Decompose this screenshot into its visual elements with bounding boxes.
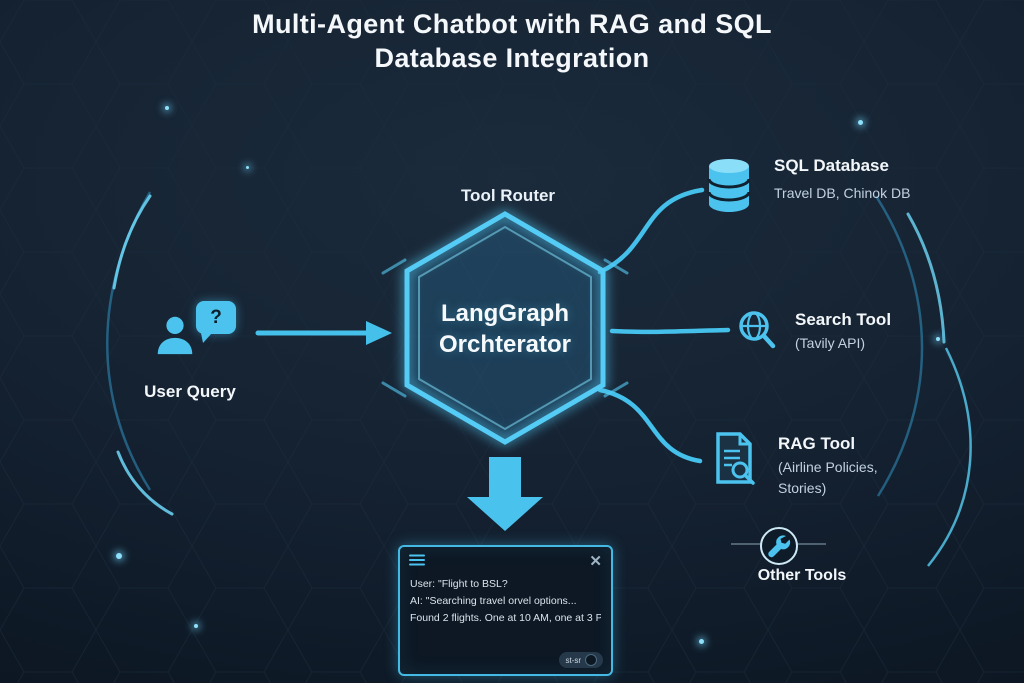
chat-transcript: User: "Flight to BSL? AI: "Searching tra…	[400, 571, 611, 626]
sql-database-title: SQL Database	[774, 156, 889, 175]
chat-ai-line: AI: "Searching travel orvel options...	[410, 594, 577, 607]
rag-tool-subtitle-line2: Stories)	[778, 480, 827, 496]
glow-dot	[699, 639, 704, 644]
search-tool-subtitle: (Tavily API)	[795, 335, 866, 351]
orchestrator-label: LangGraph Orchterator	[393, 298, 617, 360]
close-icon[interactable]: ✕	[589, 553, 602, 570]
glow-dot	[116, 553, 122, 559]
chat-send-label: st-sr	[565, 655, 581, 665]
document-search-icon	[710, 430, 758, 491]
send-icon	[585, 654, 597, 666]
database-icon	[703, 156, 755, 219]
orchestrator-label-line1: LangGraph	[440, 300, 569, 327]
tool-router-label: Tool Router	[460, 186, 556, 205]
chat-preview-panel: ✕ User: "Flight to BSL? AI: "Searching t…	[398, 545, 613, 676]
user-query-label: User Query	[144, 382, 236, 401]
question-bubble-icon: ?	[196, 301, 236, 343]
chat-header: ✕	[400, 547, 611, 571]
diagram-title: Multi-Agent Chatbot with RAG and SQL Dat…	[0, 8, 1024, 76]
chat-send-button[interactable]: st-sr	[559, 652, 603, 668]
chat-result-line: Found 2 flights. One at 10 AM, one at 3 …	[410, 611, 601, 624]
chat-user-line: User: "Flight to BSL?	[410, 578, 508, 590]
other-tools-label: Other Tools	[757, 567, 847, 584]
glow-dot	[936, 337, 940, 341]
diagram-title-line2: Database Integration	[374, 42, 650, 73]
diagram-title-line1: Multi-Agent Chatbot with RAG and SQL	[252, 9, 772, 39]
rag-tool-title: RAG Tool	[778, 434, 856, 453]
globe-search-icon	[733, 306, 781, 359]
hamburger-menu-icon[interactable]	[409, 553, 425, 571]
orchestrator-label-line2: Orchterator	[438, 331, 572, 359]
glow-dot	[165, 106, 169, 110]
sql-database-subtitle: Travel DB, Chinok DB	[774, 185, 911, 201]
user-icon	[152, 312, 198, 363]
question-bubble-text: ?	[210, 306, 222, 328]
search-tool-title: Search Tool	[795, 310, 892, 329]
glow-dot	[858, 120, 863, 125]
glow-dot	[246, 166, 249, 169]
rag-tool-subtitle-line1: (Airline Policies,	[778, 459, 878, 475]
wrench-icon	[757, 524, 801, 573]
down-arrow-icon	[467, 457, 543, 531]
glow-dot	[194, 624, 198, 628]
orchestrator-hexagon	[381, 211, 629, 445]
